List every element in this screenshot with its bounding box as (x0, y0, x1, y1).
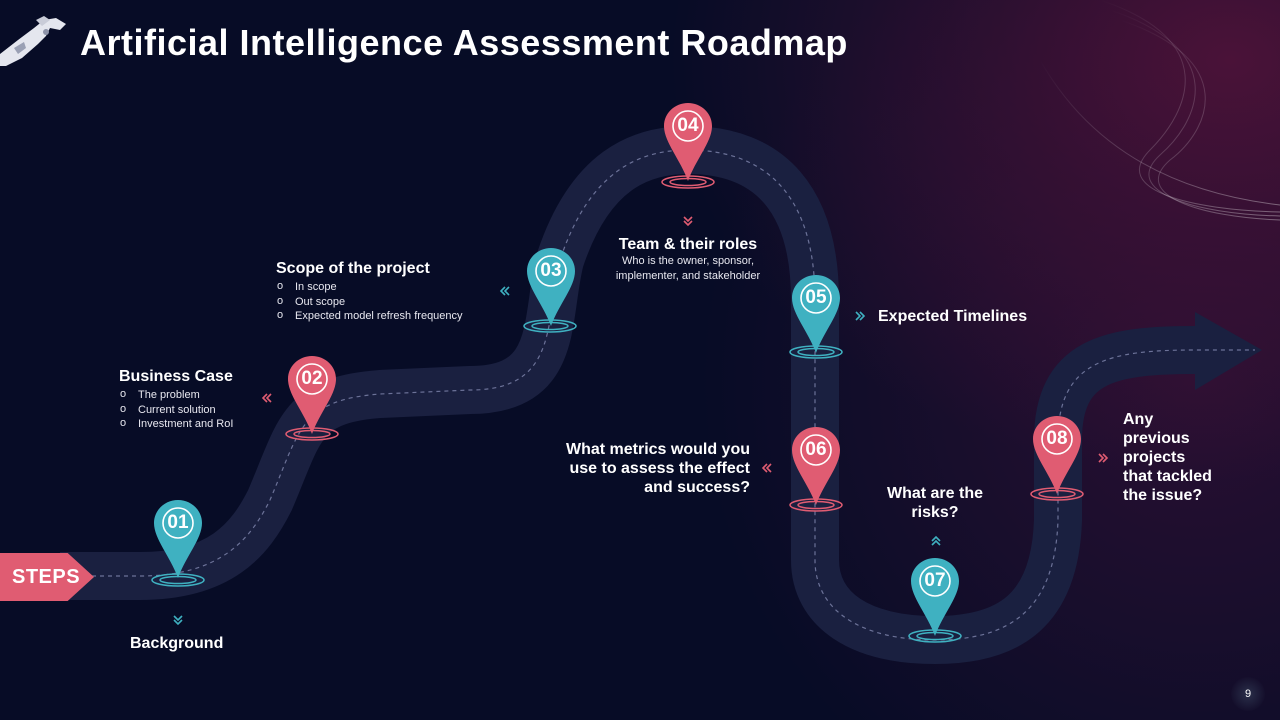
chevron-up-icon (931, 535, 941, 546)
background-wisp-lines (1039, 0, 1280, 221)
step-08-heading-line: the issue? (1123, 487, 1203, 504)
step-06-heading-line: and success? (644, 479, 750, 496)
pin-05: 05 (792, 275, 840, 355)
chevron-down-icon (173, 615, 183, 626)
pin-03: 03 (527, 248, 575, 328)
step-04-description-line: Who is the owner, sponsor, (621, 255, 755, 267)
step-07-text: What are the risks? (870, 484, 1000, 522)
step-08-heading-line: that tackled (1123, 468, 1212, 485)
pin-01: 01 (154, 500, 202, 580)
robot-hand-icon (0, 16, 66, 66)
step-04-text: Team & their roles Who is the owner, spo… (588, 235, 788, 283)
step-08-heading-line: previous (1123, 430, 1190, 447)
pin-08-number: 08 (1046, 428, 1068, 449)
bullet-item: In scope (276, 279, 496, 295)
bullet-item: Out scope (276, 294, 496, 310)
step-06-heading-line: use to assess the effect (569, 460, 750, 477)
step-03-bullets: In scope Out scope Expected model refres… (276, 279, 496, 324)
pin-02: 02 (288, 356, 336, 436)
chevron-down-icon (683, 216, 693, 227)
pin-02-number: 02 (301, 368, 323, 389)
step-03-text: Scope of the project In scope Out scope … (276, 259, 496, 324)
step-02-bullets: The problem Current solution Investment … (119, 387, 279, 432)
page-title: Artificial Intelligence Assessment Roadm… (80, 22, 848, 63)
pin-08: 08 (1033, 416, 1081, 496)
chevron-right-icon (1098, 453, 1109, 463)
step-03-heading: Scope of the project (276, 260, 430, 277)
step-04-heading: Team & their roles (618, 236, 758, 253)
bullet-item: Current solution (119, 402, 279, 418)
page-number: 9 (1231, 677, 1265, 711)
step-04-description-line: implementer, and stakeholder (615, 269, 761, 282)
step-07-heading-line: What are the (886, 485, 983, 502)
bullet-item: Expected model refresh frequency (276, 308, 496, 324)
pin-01-number: 01 (167, 512, 189, 533)
bullet-item: Investment and RoI (119, 416, 279, 432)
step-08-text: Any previous projects that tackled the i… (1123, 410, 1253, 505)
pin-03-number: 03 (540, 260, 562, 281)
pin-06-number: 06 (805, 439, 827, 460)
step-08-heading-line: Any (1123, 411, 1154, 428)
step-02-heading: Business Case (119, 368, 233, 385)
pin-05-number: 05 (805, 287, 827, 308)
chevron-left-icon (499, 286, 510, 296)
step-06-text: What metrics would you use to assess the… (540, 440, 750, 497)
pin-07-number: 07 (924, 570, 946, 591)
pin-07: 07 (911, 558, 959, 638)
road-arrowhead (1195, 312, 1262, 390)
step-02-text: Business Case The problem Current soluti… (119, 367, 279, 432)
pin-04-number: 04 (677, 115, 699, 136)
step-05-heading: Expected Timelines (878, 308, 1028, 325)
chevron-left-icon (761, 463, 772, 473)
bullet-item: The problem (119, 387, 279, 403)
chevron-right-icon (855, 311, 866, 321)
step-06-heading-line: What metrics would you (565, 441, 750, 458)
step-07-heading-line: risks? (911, 504, 959, 521)
step-08-heading-line: projects (1123, 449, 1186, 466)
step-01-heading: Background (130, 635, 224, 652)
pin-04: 04 (664, 103, 712, 183)
pin-06: 06 (792, 427, 840, 507)
